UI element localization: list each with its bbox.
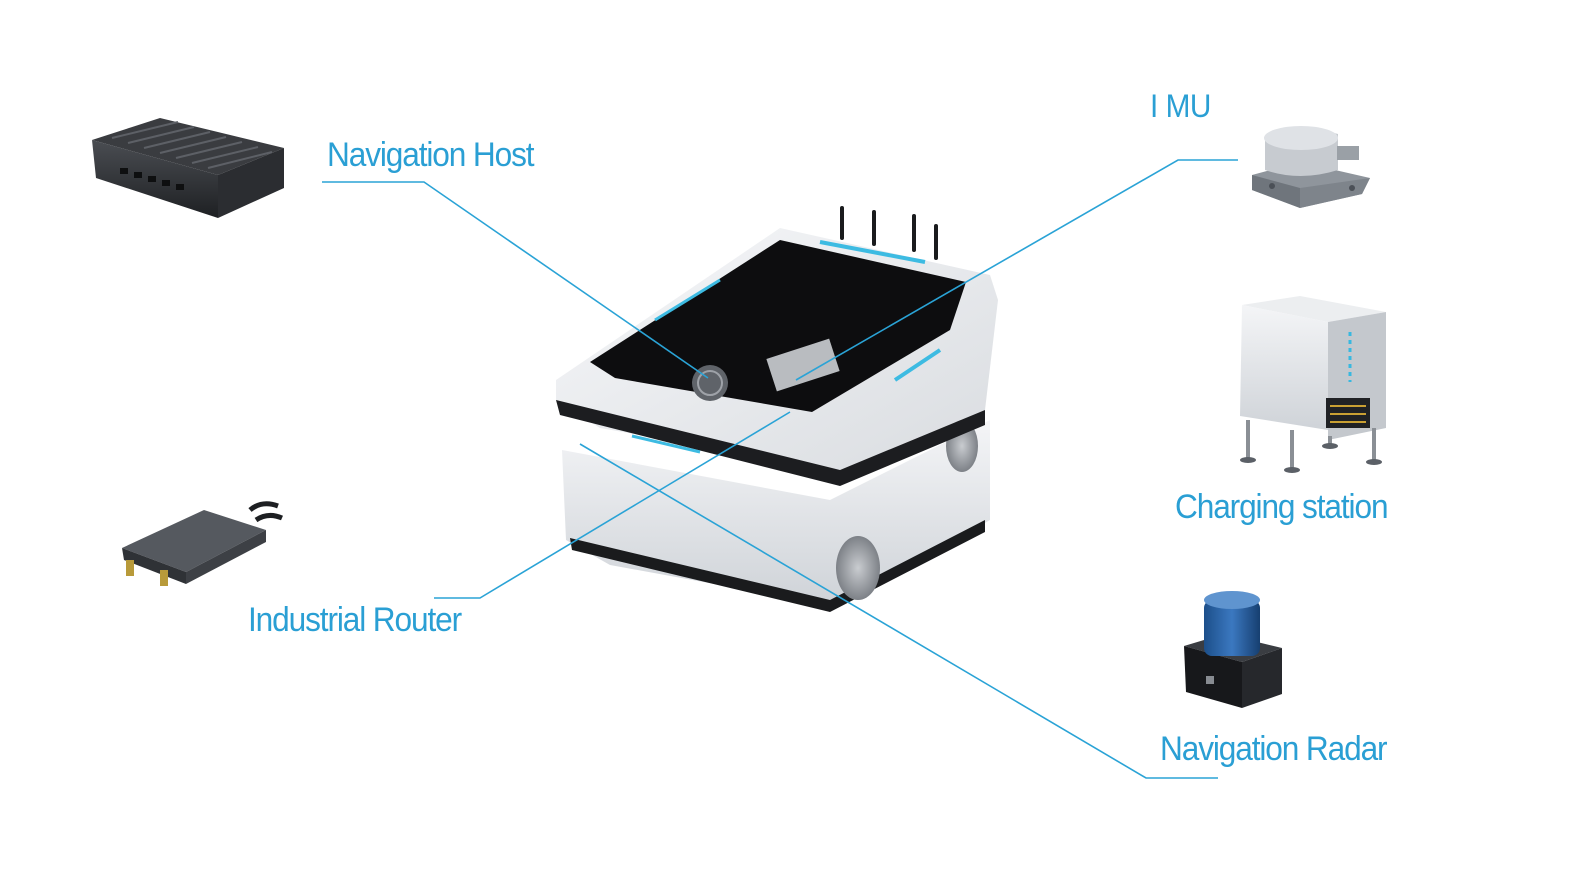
- leader-line-navigation-host: [322, 181, 709, 379]
- navigation-host-device: [92, 118, 284, 218]
- charging-station-label: Charging station: [1175, 488, 1389, 526]
- navigation-radar-device: [1184, 591, 1282, 708]
- leader-line-industrial-router: [434, 411, 791, 599]
- industrial-router-device: [122, 501, 283, 586]
- imu-label: I MU: [1150, 88, 1211, 124]
- leader-line-navigation-radar: [579, 443, 1218, 779]
- charging-station-device: [1240, 296, 1386, 473]
- leader-lines: [322, 159, 1238, 779]
- leader-line-imu: [795, 159, 1238, 381]
- navigation-host-label: Navigation Host: [327, 136, 535, 174]
- imu-device: [1252, 126, 1370, 208]
- navigation-radar-label: Navigation Radar: [1160, 730, 1388, 768]
- robot-agv: [556, 206, 998, 612]
- industrial-router-label: Industrial Router: [248, 601, 462, 639]
